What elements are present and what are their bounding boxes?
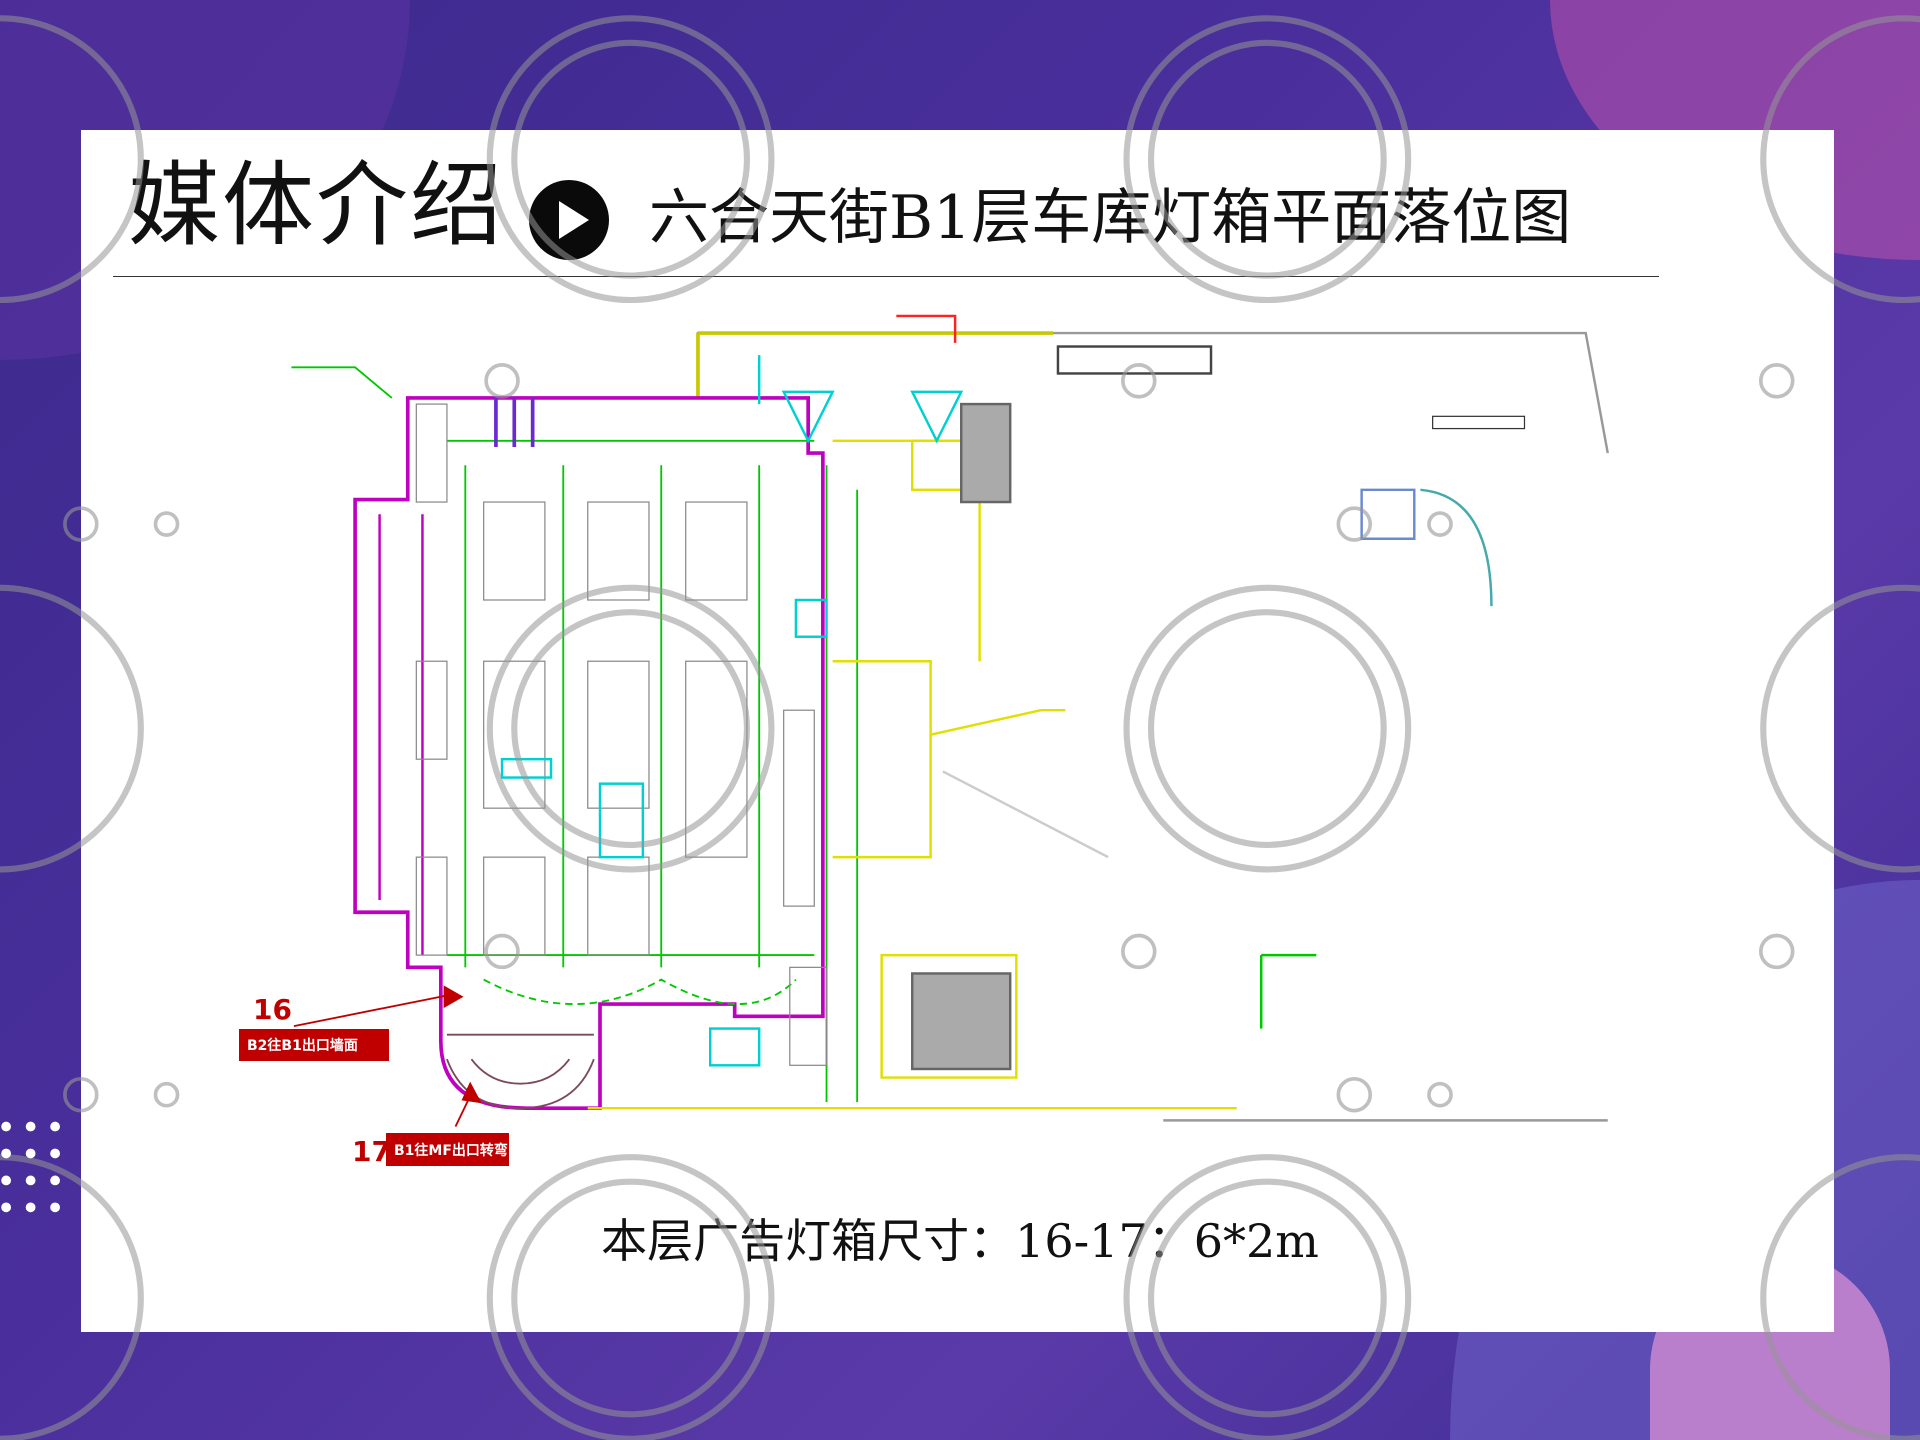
marker-16-number: 16 [253, 993, 292, 1026]
page-title: 媒体介绍 [128, 152, 505, 259]
marker-17-label: B1往MF出口转弯 [386, 1133, 509, 1166]
plan-parking-stalls [415, 403, 828, 1066]
marker-arrows [293, 985, 482, 1127]
plan-cyan-marks [500, 355, 964, 1067]
marker-16-label: B2往B1出口墙面 [239, 1029, 389, 1061]
marker-17-number: 17 [352, 1135, 391, 1168]
title-divider [113, 276, 1659, 277]
plan-red-note [896, 314, 957, 343]
plan-inner-wall [378, 514, 424, 956]
slide-card [81, 130, 1834, 1332]
plan-ramp [446, 1033, 595, 1110]
page-subtitle: 六合天街B1层车库灯箱平面落位图 [649, 183, 1572, 253]
lightbox-size-caption: 本层广告灯箱尺寸：16-17：6*2m [601, 1214, 1319, 1268]
plan-yellow-boundary [696, 331, 1054, 398]
plan-magenta-wall [353, 396, 825, 1110]
plan-green-lines [291, 366, 859, 1103]
